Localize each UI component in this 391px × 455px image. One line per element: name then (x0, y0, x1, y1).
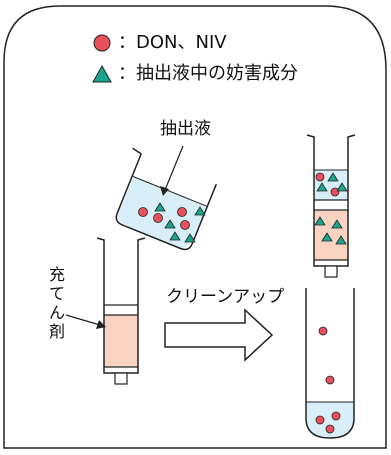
interference-triangle (184, 233, 196, 243)
beaker-outline (115, 153, 217, 251)
interference-triangle (164, 219, 176, 229)
packing-label: 充 て ん 剤 (47, 265, 67, 341)
beaker-liquid-surface (132, 176, 208, 207)
legend-analyte: ：DON、NIV (92, 33, 227, 53)
analyte-dot (330, 187, 340, 197)
packing-char: 充 (48, 265, 65, 284)
analyte-dot (138, 207, 148, 217)
red-circle-icon (93, 34, 111, 52)
cleanup-arrow (164, 308, 274, 362)
interference-triangle (336, 182, 348, 192)
analyte-dot (315, 415, 325, 425)
packing-pointer (65, 314, 101, 326)
analyte-dot (180, 220, 190, 230)
green-triangle-icon (92, 64, 112, 83)
interference-triangle (331, 219, 343, 229)
cleanup-label: クリーンアップ (166, 287, 285, 307)
interference-triangle (154, 202, 166, 212)
legend-interference: ：抽出液中の妨害成分 (92, 64, 298, 84)
spe-column-left (96, 237, 146, 385)
extract-label: 抽出液 (160, 119, 211, 139)
test-tube (305, 288, 355, 439)
analyte-dot (318, 326, 328, 336)
interference-triangle (316, 182, 328, 192)
analyte-dot (325, 424, 335, 434)
extract-pointer (164, 145, 184, 191)
analyte-dot (177, 207, 187, 217)
legend-interference-text: ：抽出液中の妨害成分 (118, 63, 298, 84)
packing-char: ん (48, 303, 65, 322)
legend-analyte-text: ：DON、NIV (118, 32, 227, 53)
analyte-dot (331, 411, 341, 421)
analyte-dot (315, 172, 325, 182)
interference-triangle (335, 235, 347, 245)
packing-char: て (48, 284, 65, 303)
interference-triangle (321, 232, 333, 242)
packing-char: 剤 (48, 322, 65, 341)
analyte-dot (325, 375, 335, 385)
beaker-liquid (117, 176, 209, 248)
interference-triangle (327, 172, 339, 182)
tilted-beaker (115, 147, 217, 251)
interference-triangle (314, 216, 326, 226)
interference-triangle (194, 206, 206, 216)
interference-triangle (169, 231, 181, 241)
analyte-dot (153, 213, 163, 223)
